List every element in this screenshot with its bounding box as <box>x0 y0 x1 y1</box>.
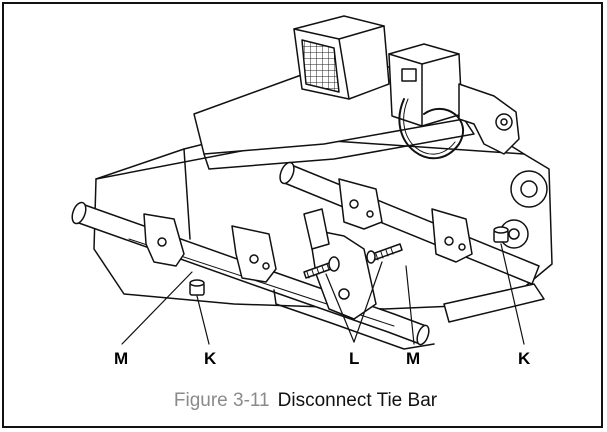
nut-k-left <box>189 279 205 296</box>
callout-l: L <box>349 349 360 368</box>
callout-k-right: K <box>518 349 531 368</box>
callout-k-left: K <box>204 349 217 368</box>
bracket-arm <box>458 83 520 155</box>
bolt-l-right <box>366 243 403 264</box>
tie-bar-illustration <box>71 15 553 350</box>
callout-m-left: M <box>114 349 129 368</box>
callout-m-right: M <box>406 349 421 368</box>
figure-caption: Figure 3-11 Disconnect Tie Bar <box>4 390 607 412</box>
bolt-l-left <box>303 256 340 279</box>
figure-number: Figure 3-11 <box>173 390 270 411</box>
leader-lines <box>121 243 525 345</box>
cable-loop <box>398 98 465 160</box>
figure-title: Disconnect Tie Bar <box>277 390 438 411</box>
nut-k-right <box>493 226 509 243</box>
figure-frame: M K L M K Figure 3-11 Disconnect Tie Bar <box>2 2 603 428</box>
motor-vent-grid <box>301 39 340 93</box>
